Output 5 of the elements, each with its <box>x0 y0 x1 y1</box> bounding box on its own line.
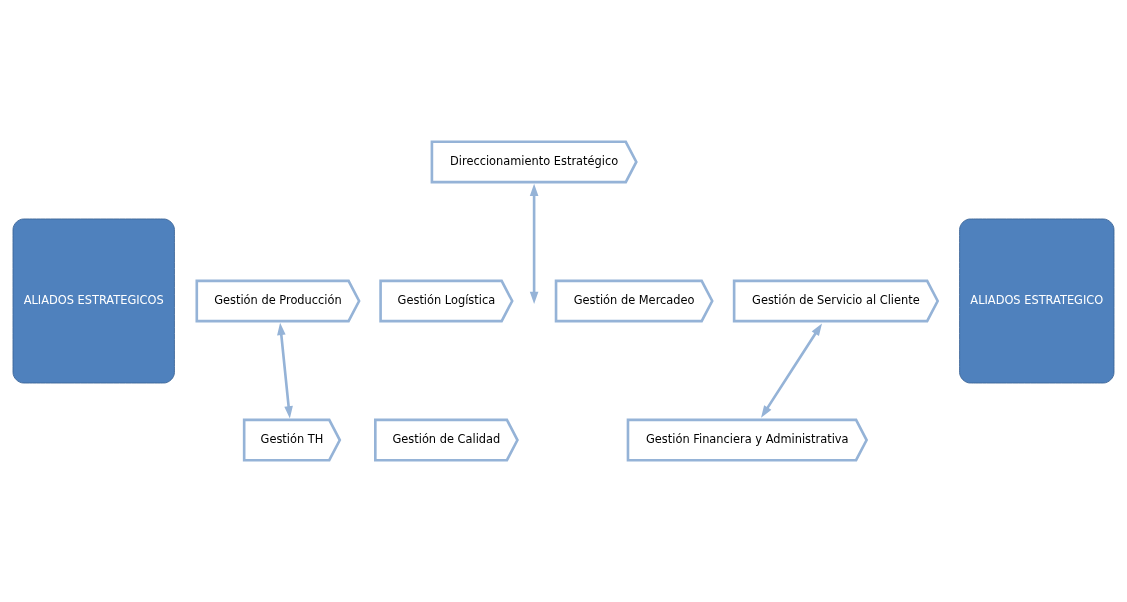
node-box: ALIADOS ESTRATEGICOS <box>12 218 175 384</box>
arrow <box>529 183 539 305</box>
arrow <box>277 322 293 419</box>
arrow <box>761 323 822 418</box>
node-box: ALIADOS ESTRATEGICO <box>959 218 1115 384</box>
